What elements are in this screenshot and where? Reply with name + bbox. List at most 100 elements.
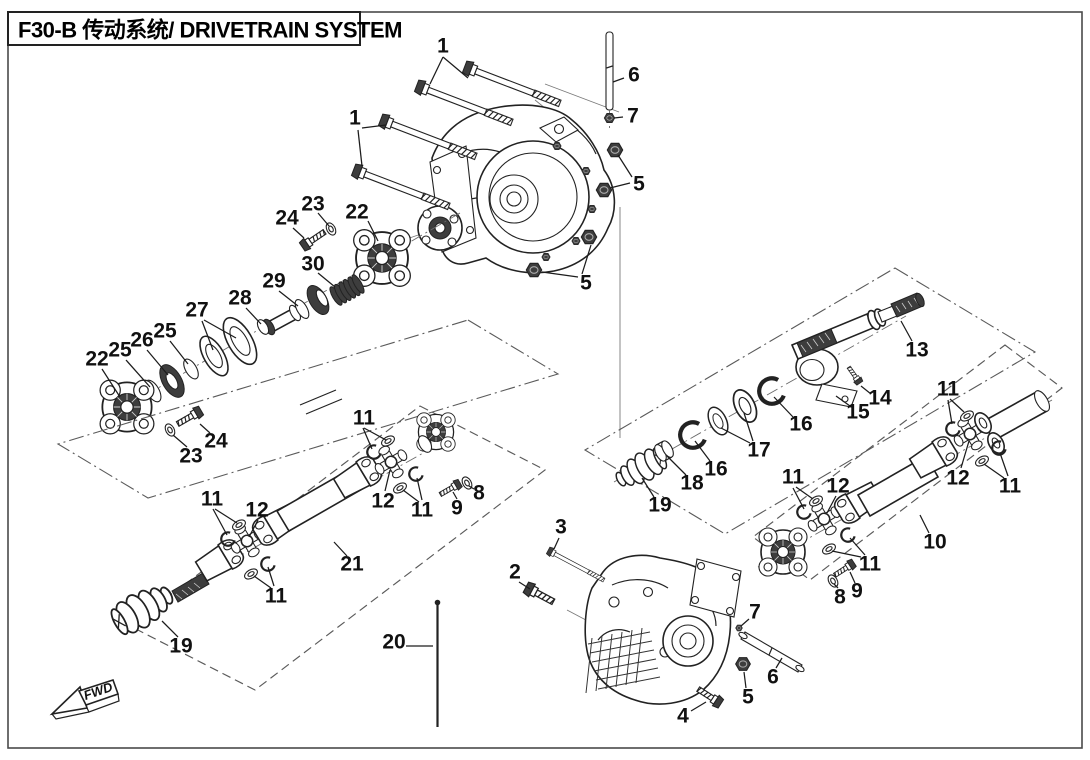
callout-leader (212, 508, 228, 536)
callout-17: 17 (720, 412, 771, 462)
callout-23: 23 (301, 193, 330, 227)
callout-16: 16 (773, 396, 813, 436)
callout-leader (775, 657, 783, 669)
flange-22 (352, 228, 412, 288)
callout-leader (442, 56, 469, 79)
callout-11: 11 (253, 566, 287, 608)
cup-27 (199, 316, 258, 377)
callout-3: 3 (553, 516, 567, 550)
callout-leader (452, 491, 458, 500)
snap-ring-11 (242, 566, 260, 582)
callout-leader (641, 477, 655, 498)
callout-leader (357, 129, 363, 167)
end-yoke (974, 389, 1051, 454)
callout-25: 25 (153, 320, 189, 365)
callout-leader (199, 423, 211, 434)
callout-16: 16 (694, 440, 728, 481)
callout-leader (833, 583, 839, 589)
callout-10: 10 (919, 514, 947, 554)
part-number-label: 11 (937, 378, 960, 401)
group-box-input-assembly (56, 319, 560, 499)
callout-leader (849, 571, 856, 584)
callout-11: 11 (353, 407, 387, 450)
callout-30: 30 (301, 253, 336, 288)
shaft-6 (738, 631, 805, 673)
callout-leader (860, 385, 872, 395)
callout-24: 24 (275, 207, 305, 239)
part-number-label: 22 (345, 201, 368, 224)
callout-1: 1 (349, 107, 387, 167)
group-box-output-assembly (583, 267, 1037, 535)
bolt-4 (694, 683, 725, 710)
gasket-plate (689, 558, 742, 618)
fwd-arrow: FWD (49, 679, 120, 720)
ring-25 (183, 358, 199, 380)
reference-rod-20 (434, 599, 441, 727)
callout-leader (612, 77, 625, 83)
part-number-label: 5 (633, 173, 645, 196)
callout-leader (949, 398, 965, 413)
callout-leader (690, 701, 707, 712)
part-number-label: 5 (742, 686, 754, 709)
part-number-label: 3 (555, 516, 567, 539)
callout-11: 11 (782, 466, 814, 510)
part-number-label: 7 (749, 601, 761, 624)
part-number-label: 11 (782, 466, 805, 489)
output-shaft-13 (790, 292, 925, 361)
callout-leader (317, 272, 336, 288)
callout-6: 6 (612, 64, 640, 87)
callout-21: 21 (333, 541, 364, 576)
callout-leader (919, 514, 930, 534)
part-number-label: 14 (868, 387, 892, 410)
callout-leader (553, 537, 560, 550)
callout-leader (983, 463, 1005, 479)
part-number-label: 19 (648, 494, 671, 517)
callout-25: 25 (108, 339, 151, 388)
page-border (7, 11, 1083, 749)
callout-leader (253, 575, 272, 589)
part-number-label: 23 (179, 445, 202, 468)
callout-11: 11 (201, 488, 238, 536)
nut-7 (603, 113, 616, 123)
callout-leader (743, 412, 754, 442)
callout-leader (900, 320, 913, 342)
callout-22: 22 (345, 201, 379, 242)
part-number-label: 19 (169, 635, 192, 658)
callout-leader (169, 340, 189, 365)
part-number-label: 11 (411, 499, 434, 522)
part-number-label: 22 (85, 348, 108, 371)
circlip-16 (677, 420, 707, 452)
callout-7: 7 (613, 105, 639, 128)
nut-5 (525, 262, 543, 278)
part-number-label: 17 (747, 439, 770, 462)
callout-11: 11 (983, 452, 1021, 498)
callout-leader (541, 271, 579, 278)
callout-leader (743, 671, 747, 689)
bolt-9 (831, 557, 858, 581)
flange-22 (99, 379, 155, 435)
callout-leader (468, 485, 475, 490)
callout-leader (740, 618, 750, 627)
callout-leader (101, 368, 121, 398)
part-number-label: 2 (509, 561, 521, 584)
bolt-14 (844, 364, 864, 387)
callout-6: 6 (767, 657, 783, 689)
part-number-label: 6 (628, 64, 640, 87)
callout-leader (792, 487, 805, 510)
callout-leader (795, 486, 814, 500)
callout-11: 11 (937, 378, 965, 425)
callout-24: 24 (199, 423, 228, 453)
callout-leader (402, 489, 420, 503)
part-number-label: 24 (204, 430, 228, 453)
gear-shaft-29 (262, 285, 330, 336)
part-number-label: 12 (245, 499, 268, 522)
part-number-label: 23 (301, 193, 324, 216)
circlip-11 (257, 554, 277, 575)
snap-ring-11 (820, 541, 838, 557)
bearing-holder-15 (795, 348, 858, 408)
callout-13: 13 (900, 320, 929, 362)
input-shaft-assembly (99, 212, 461, 439)
part-number-label: 16 (704, 458, 727, 481)
part-number-label: 11 (201, 488, 224, 511)
